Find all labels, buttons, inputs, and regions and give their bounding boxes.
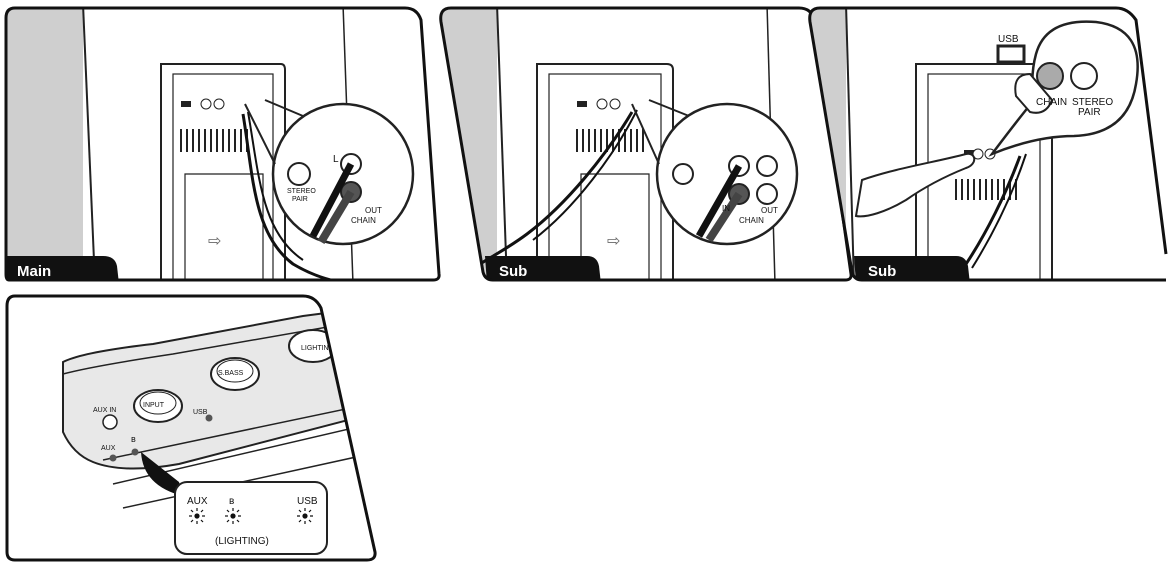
panel-sub-1: ⇨ OUT CHAIN IN Sub — [437, 4, 857, 284]
aux-in-label: AUX IN — [93, 407, 116, 414]
usb-front-label: USB — [193, 409, 208, 416]
panel-tag-sub-2: Sub — [868, 263, 896, 280]
in-label: IN — [722, 204, 730, 213]
svg-text:⇨: ⇨ — [607, 233, 620, 250]
panel-front-indicators: INPUT S.BASS LIGHTING AUX IN USB AUX ʙ A… — [3, 292, 379, 564]
pair-label-3: PAIR — [1078, 107, 1101, 118]
svg-text:⇨: ⇨ — [208, 233, 221, 250]
pair-label: PAIR — [292, 196, 308, 203]
chain-button-label: CHAIN — [1036, 97, 1067, 108]
out-label-2: OUT — [761, 206, 778, 215]
lighting-caption: (LIGHTING) — [215, 536, 269, 547]
panel-tag-sub-1: Sub — [499, 263, 527, 280]
chain-label-2: CHAIN — [739, 216, 764, 225]
bluetooth-icon: ʙ — [229, 496, 234, 507]
svg-text:ʙ: ʙ — [131, 434, 136, 444]
sbass-button-label: S.BASS — [218, 370, 244, 377]
input-button-label: INPUT — [143, 402, 165, 409]
panel-sub-2: USB CHAIN STEREO PAIR Sub — [806, 4, 1168, 284]
stereo-label: STEREO — [287, 188, 316, 195]
usb-label: USB — [998, 34, 1019, 45]
blink-icon-aux — [189, 508, 205, 524]
blink-icon-bluetooth — [225, 508, 241, 524]
callout-aux-label: AUX — [187, 496, 208, 507]
blink-icon-usb — [297, 508, 313, 524]
aux-front-label: AUX — [101, 445, 116, 452]
panel-tag-main: Main — [17, 263, 51, 280]
out-label: OUT — [365, 206, 382, 215]
chain-label: CHAIN — [351, 216, 376, 225]
panel-main: ⇨ L STEREO PAIR OUT CHAIN Main — [3, 4, 443, 284]
callout-usb-label: USB — [297, 496, 318, 507]
jack-l-label: L — [333, 154, 339, 165]
